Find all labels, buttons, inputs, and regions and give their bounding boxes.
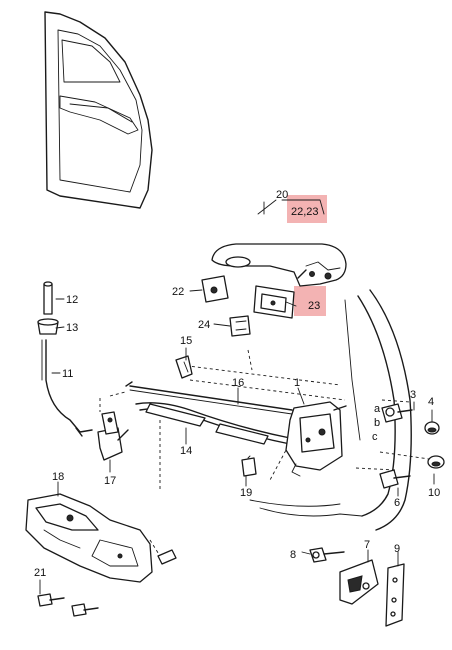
callout-3: 3 <box>410 389 416 401</box>
part-22-bracket <box>201 275 229 303</box>
callout-20: 20 <box>276 189 288 201</box>
callout-1: 1 <box>294 377 300 389</box>
callout-12: 12 <box>66 294 78 306</box>
part-13-grommet <box>37 318 59 335</box>
part-21-screws <box>37 593 99 617</box>
part-16-rod <box>125 381 293 415</box>
callout-18: 18 <box>52 471 64 483</box>
callout-24: 24 <box>198 319 210 331</box>
callout-13: 13 <box>66 322 78 334</box>
callout-9: 9 <box>394 543 400 555</box>
letter-b: b <box>374 417 380 429</box>
door-overview <box>44 11 153 209</box>
callout-14: 14 <box>180 445 192 457</box>
part-9-plate <box>385 563 405 627</box>
letter-a: a <box>374 403 381 415</box>
leader-lines <box>99 349 301 490</box>
part-3-screw <box>381 403 413 423</box>
part-6-screw <box>379 469 411 489</box>
part-14-cable <box>135 402 291 445</box>
part-18-inner-handle <box>25 493 177 583</box>
callout-10: 10 <box>428 487 440 499</box>
part-17-bellcrank <box>97 411 129 461</box>
callout-23: 23 <box>308 300 320 312</box>
part-15-clip <box>175 355 193 379</box>
callout-21: 21 <box>34 567 46 579</box>
callout-22: 22 <box>172 286 184 298</box>
part-4-cap <box>424 421 440 435</box>
callout-6: 6 <box>394 497 400 509</box>
callout-16: 16 <box>232 377 244 389</box>
highlight-box-23 <box>294 286 326 316</box>
callout-15: 15 <box>180 335 192 347</box>
callout-7: 7 <box>364 539 370 551</box>
part-11-rod <box>41 339 93 437</box>
letter-c: c <box>372 431 378 443</box>
callout-11: 11 <box>62 368 73 380</box>
callout-17: 17 <box>104 475 116 487</box>
callout-leaders <box>39 199 435 595</box>
callout-4: 4 <box>428 396 434 408</box>
part-8-screw <box>309 547 345 563</box>
part-10-cap <box>427 455 445 469</box>
callout-22-23: 22,23 <box>291 206 319 218</box>
car-body-outline <box>179 289 437 531</box>
callout-8: 8 <box>290 549 296 561</box>
part-7-striker <box>339 559 379 605</box>
callout-19: 19 <box>240 487 252 499</box>
part-23-gasket <box>253 285 295 319</box>
part-1-door-lock <box>285 401 347 477</box>
part-12-pin <box>43 281 53 315</box>
part-24-clip <box>229 315 251 337</box>
part-19-clip <box>241 455 257 477</box>
outer-door-handle <box>211 243 347 287</box>
